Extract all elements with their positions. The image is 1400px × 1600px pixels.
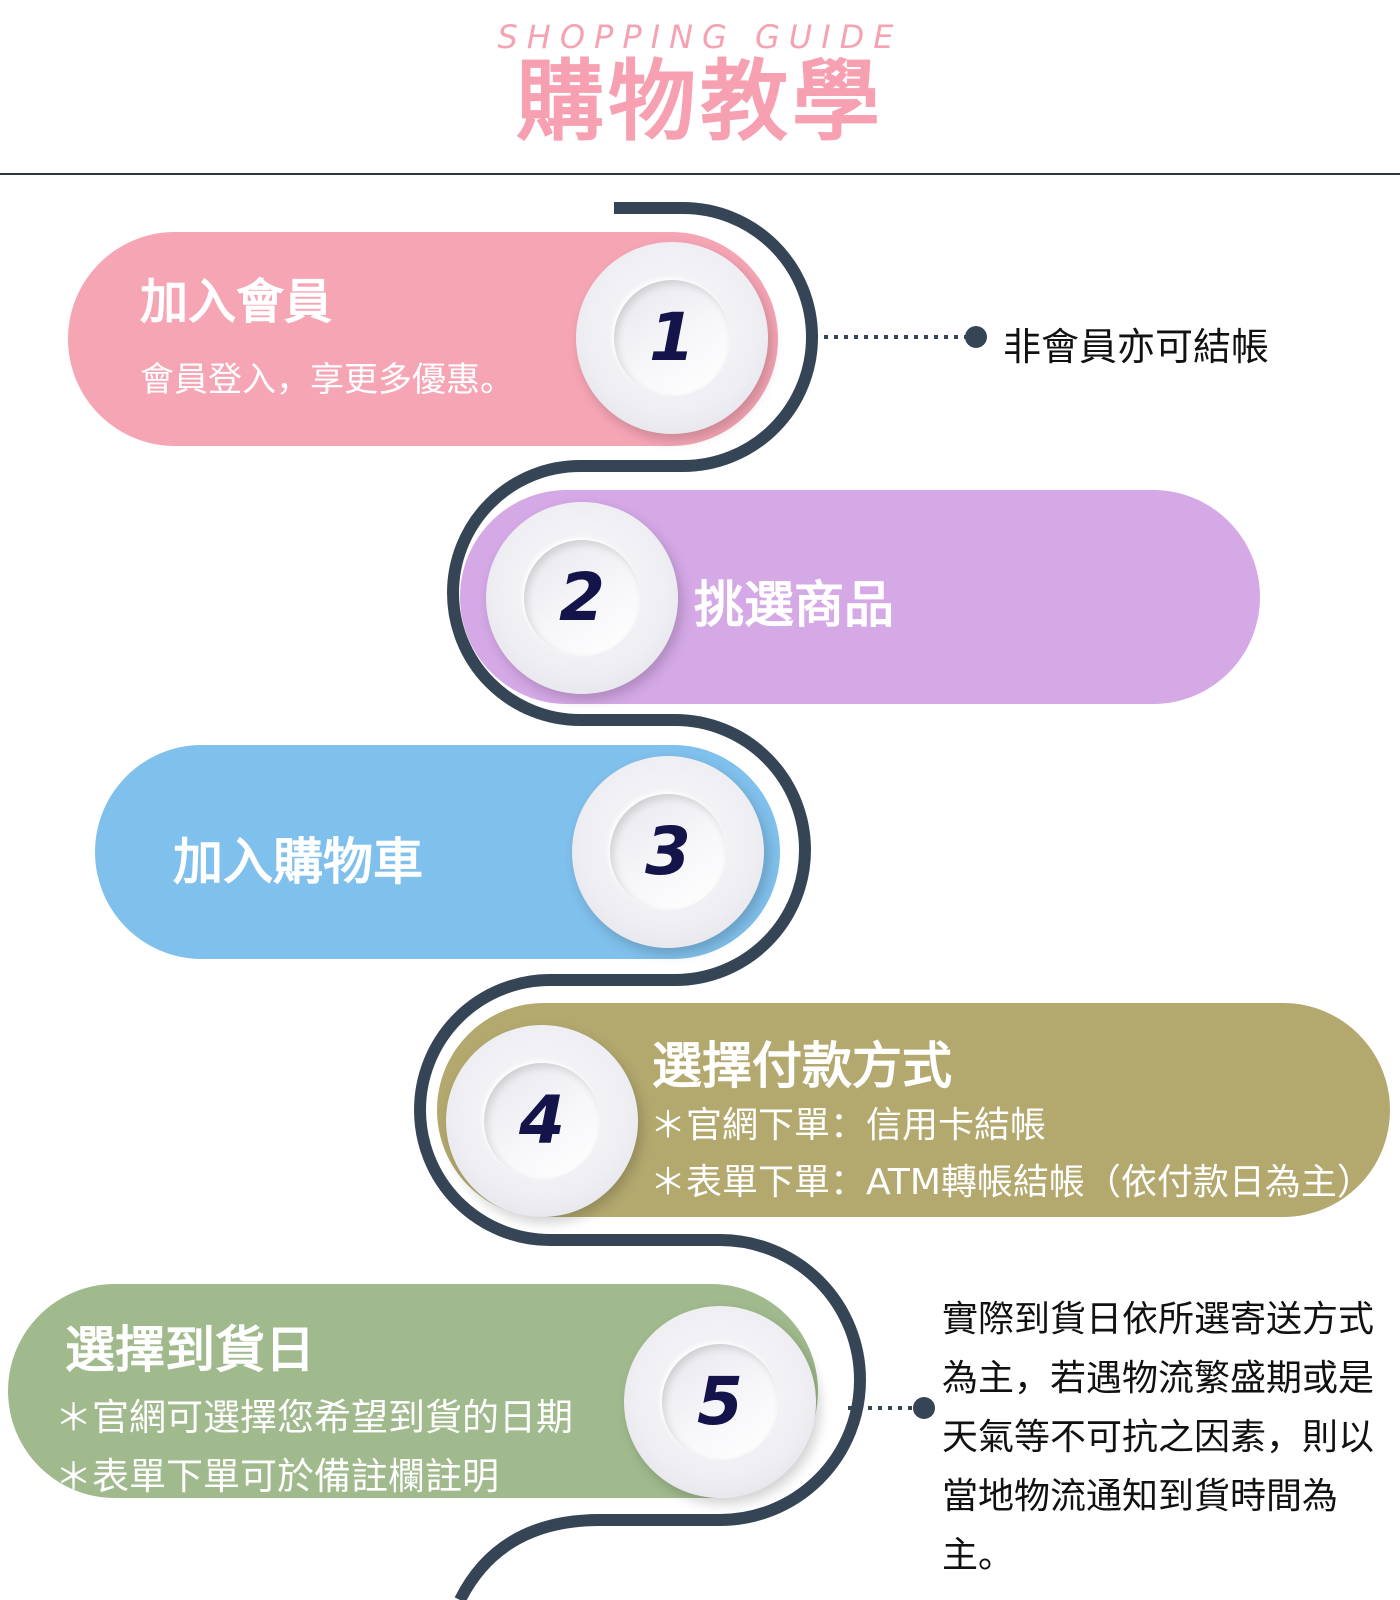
path-segment-1 — [580, 202, 818, 472]
step-3-badge: 3 — [572, 756, 764, 948]
step-5-title: 選擇到貨日 — [65, 1321, 315, 1379]
step-1-desc: 會員登入，享更多優惠。 — [140, 360, 514, 400]
step-5-desc-1: ＊官網可選擇您希望到貨的日期 — [55, 1396, 573, 1439]
path-segment-2 — [447, 460, 675, 726]
step-4-number: 4 — [519, 1082, 565, 1159]
step-5-desc-2: ＊表單下單可於備註欄註明 — [55, 1455, 499, 1498]
header-subtitle: SHOPPING GUIDE — [497, 18, 903, 56]
header-divider — [0, 173, 1400, 175]
step-2-number: 2 — [559, 559, 605, 636]
step-2-badge: 2 — [486, 502, 678, 694]
path-segment-4 — [414, 974, 720, 1246]
step-3-title: 加入購物車 — [173, 833, 423, 891]
connector-end-dot-1 — [965, 326, 987, 348]
step-1-badge: 1 — [576, 242, 768, 434]
step-2-title: 挑選商品 — [694, 576, 894, 634]
step-4-desc-1: ＊官網下單：信用卡結帳 — [650, 1105, 1047, 1146]
step-1-note: 非會員亦可結帳 — [1003, 325, 1270, 369]
page-title: 購物教學 — [515, 50, 884, 153]
step-1-number: 1 — [649, 299, 695, 376]
step-5-note: 實際到貨日依所選寄送方式為主，若遇物流繁盛期或是天氣等不可抗之因素，則以當地物流… — [942, 1299, 1375, 1576]
step-5-badge: 5 — [624, 1306, 816, 1498]
path-segment-3 — [550, 714, 811, 986]
step-4-badge: 4 — [446, 1025, 638, 1217]
path-segment-5 — [454, 1234, 866, 1600]
step-4-desc-2: ＊表單下單：ATM轉帳結帳（依付款日為主） — [650, 1162, 1373, 1203]
step-1-title: 加入會員 — [140, 274, 333, 330]
step-5-number: 5 — [697, 1363, 743, 1440]
connector-end-dot-5 — [913, 1397, 935, 1419]
step-3-number: 3 — [645, 813, 691, 890]
step-4-title: 選擇付款方式 — [652, 1037, 952, 1095]
